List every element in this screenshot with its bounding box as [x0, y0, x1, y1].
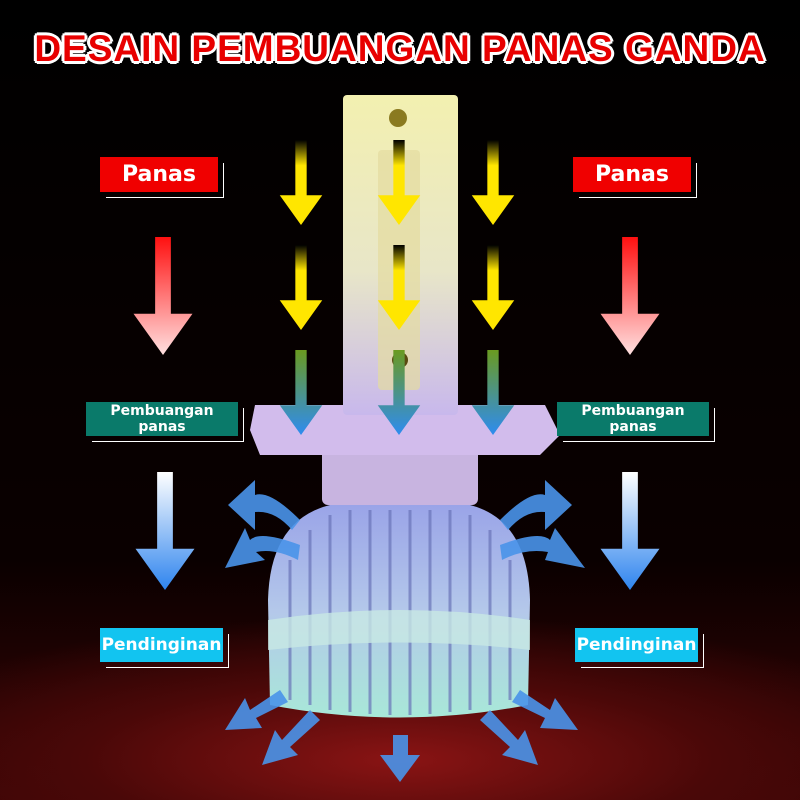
cooling-arrow-left: [135, 472, 195, 590]
bulb-neck: [322, 440, 478, 505]
cooling-label-right: Pendinginan: [575, 628, 704, 668]
screw-icon: [389, 109, 407, 127]
dissipation-label-right: Pembuangan panas: [557, 402, 715, 442]
heat-arrow-right: [600, 237, 660, 355]
heat-arrow-left: [133, 237, 193, 355]
cooling-arrow-right: [600, 472, 660, 590]
cooling-label-left: Pendinginan: [100, 628, 229, 668]
page-title: DESAIN PEMBUANGAN PANAS GANDA: [34, 28, 766, 69]
heat-flow-arrows: [279, 140, 515, 435]
dissipation-label-left: Pembuangan panas: [86, 402, 244, 442]
heatsink: [268, 505, 530, 718]
heat-label-right: Panas: [573, 157, 697, 198]
airflow-arrows: [225, 480, 585, 782]
heat-label-left: Panas: [100, 157, 224, 198]
